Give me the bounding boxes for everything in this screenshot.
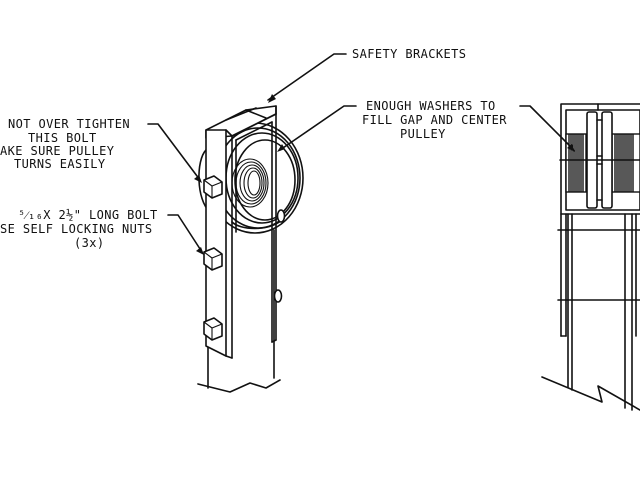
label-washers-line3: PULLEY (400, 127, 446, 141)
label-tighten-line1: NOT OVER TIGHTEN (8, 117, 130, 131)
label-tighten-line3: AKE SURE PULLEY (0, 144, 115, 158)
callout-safety-brackets: SAFETY BRACKETS (352, 47, 466, 61)
label-bolt-line1: ⁵⁄₁₆X 2½" LONG BOLT (18, 208, 158, 222)
callout-tighten: NOT OVER TIGHTEN THIS BOLT AKE SURE PULL… (0, 117, 130, 171)
side-nut-lower (273, 289, 283, 303)
label-washers-line1: ENOUGH WASHERS TO (366, 99, 496, 113)
pulley-hub (231, 158, 269, 208)
front-view (541, 103, 640, 411)
front-post (541, 213, 640, 411)
label-tighten-line2: THIS BOLT (28, 131, 97, 145)
label-washers-line2: FILL GAP AND CENTER (362, 113, 507, 127)
label-safety-brackets: SAFETY BRACKETS (352, 47, 466, 61)
isometric-view (197, 105, 304, 393)
leader-lines (147, 53, 575, 255)
washers (565, 133, 640, 193)
label-bolt-line3: (3x) (74, 236, 105, 250)
hex-bolt-top (203, 175, 223, 199)
hex-bolts (203, 175, 283, 341)
callout-washers: ENOUGH WASHERS TO FILL GAP AND CENTER PU… (362, 99, 507, 141)
hex-bolt-bottom (203, 317, 223, 341)
hex-bolt-middle (203, 247, 223, 271)
label-bolt-line2: SE SELF LOCKING NUTS (0, 222, 153, 236)
side-nut-upper (276, 209, 286, 223)
label-tighten-line4: TURNS EASILY (14, 157, 106, 171)
callout-bolt: ⁵⁄₁₆X 2½" LONG BOLT SE SELF LOCKING NUTS… (0, 208, 158, 250)
